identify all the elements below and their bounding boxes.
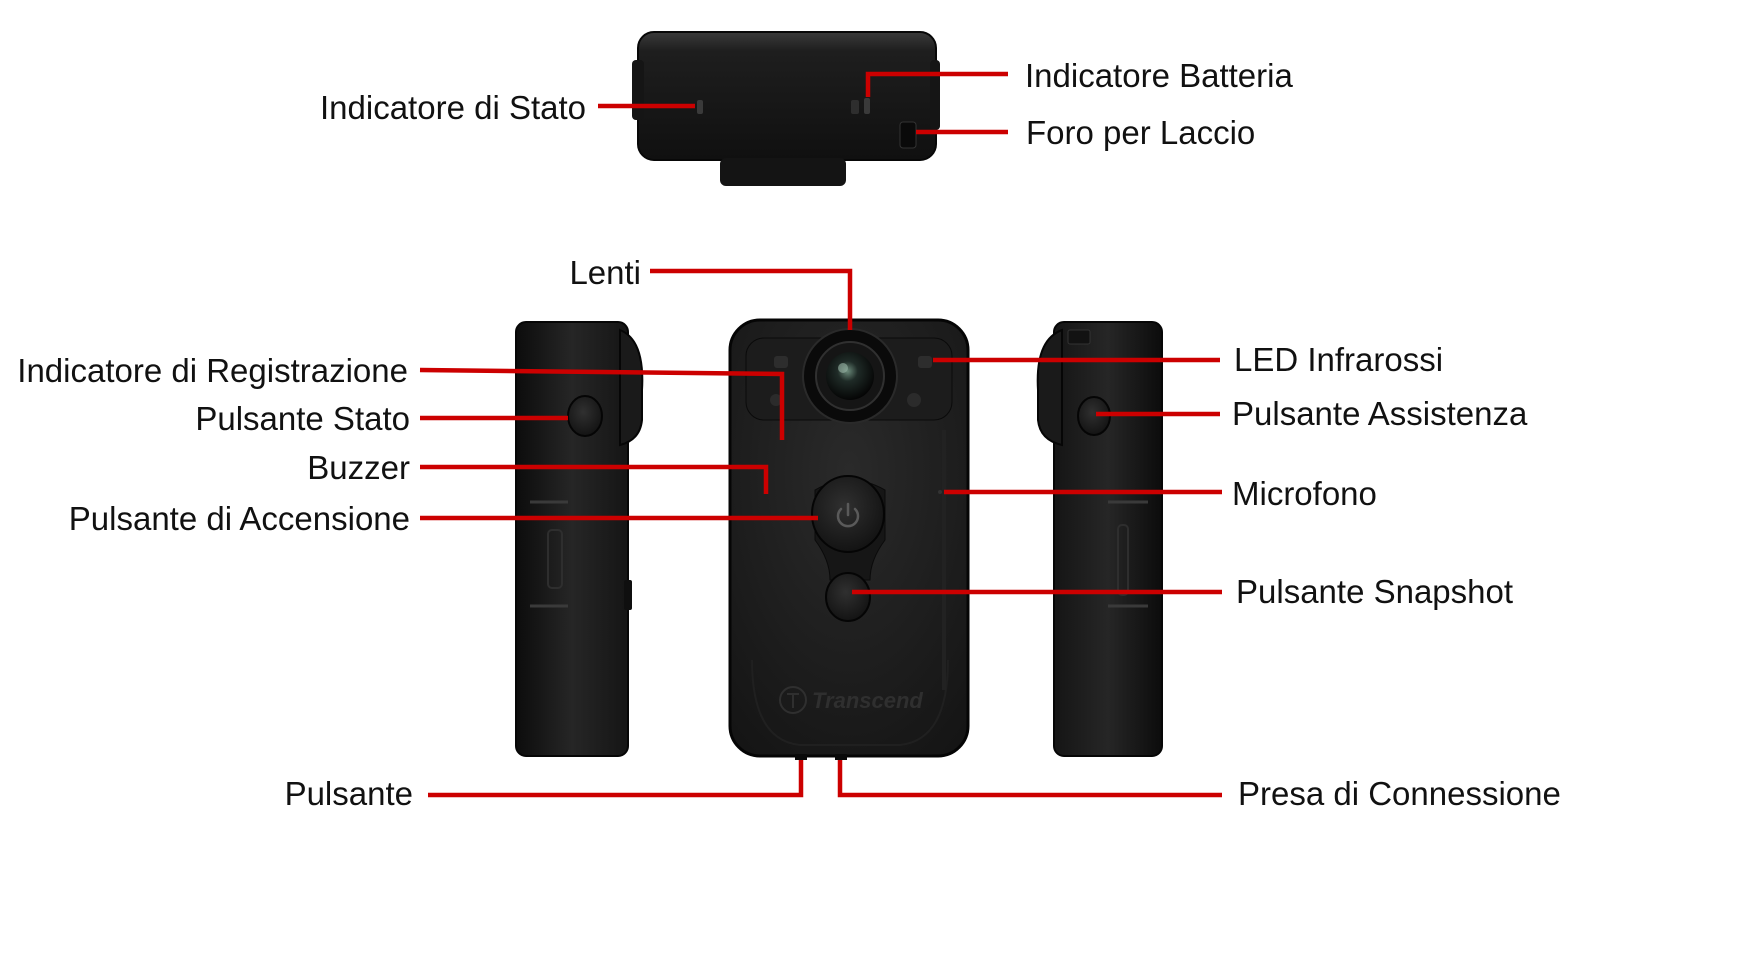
leader-indicatore-batteria [865,71,1008,97]
label-pulsante-accensione: Pulsante di Accensione [68,500,410,537]
status-indicator-led [697,100,703,114]
device-right-side-view [1036,321,1163,757]
leader-lenti [650,268,853,330]
power-icon [836,502,860,528]
snapshot-button [825,572,871,622]
status-button [567,395,603,437]
label-indicatore-batteria: Indicatore Batteria [1025,57,1293,94]
label-indicatore-registrazione: Indicatore di Registrazione [17,352,408,389]
label-pulsante: Pulsante [284,775,413,812]
transcend-logo: Transcend [779,686,923,714]
leader-lines [419,71,1222,798]
device-top-view [632,31,940,186]
battery-indicator-led [864,98,870,114]
label-indicatore-stato: Indicatore di Stato [320,89,586,126]
label-pulsante-snapshot: Pulsante Snapshot [1236,573,1514,610]
label-lenti: Lenti [569,254,641,291]
label-microfono: Microfono [1232,475,1377,512]
leader-indicatore-registrazione [419,367,785,440]
leader-pulsante [428,760,804,798]
leader-presa-connessione [837,760,1222,798]
label-led-infrarossi: LED Infrarossi [1234,341,1444,378]
recording-indicator [774,356,788,368]
label-pulsante-assistenza: Pulsante Assistenza [1232,395,1528,432]
lanyard-hole [899,121,917,149]
svg-text:Transcend: Transcend [812,688,923,713]
device-left-side-view [515,321,644,757]
microphone [938,490,942,494]
label-foro-laccio: Foro per Laccio [1026,114,1256,151]
infrared-led [918,356,932,368]
label-pulsante-stato: Pulsante Stato [195,400,410,437]
label-buzzer: Buzzer [307,449,410,486]
label-presa-connessione: Presa di Connessione [1238,775,1561,812]
leader-buzzer [420,464,769,494]
device-front-view: Transcend [728,318,970,760]
